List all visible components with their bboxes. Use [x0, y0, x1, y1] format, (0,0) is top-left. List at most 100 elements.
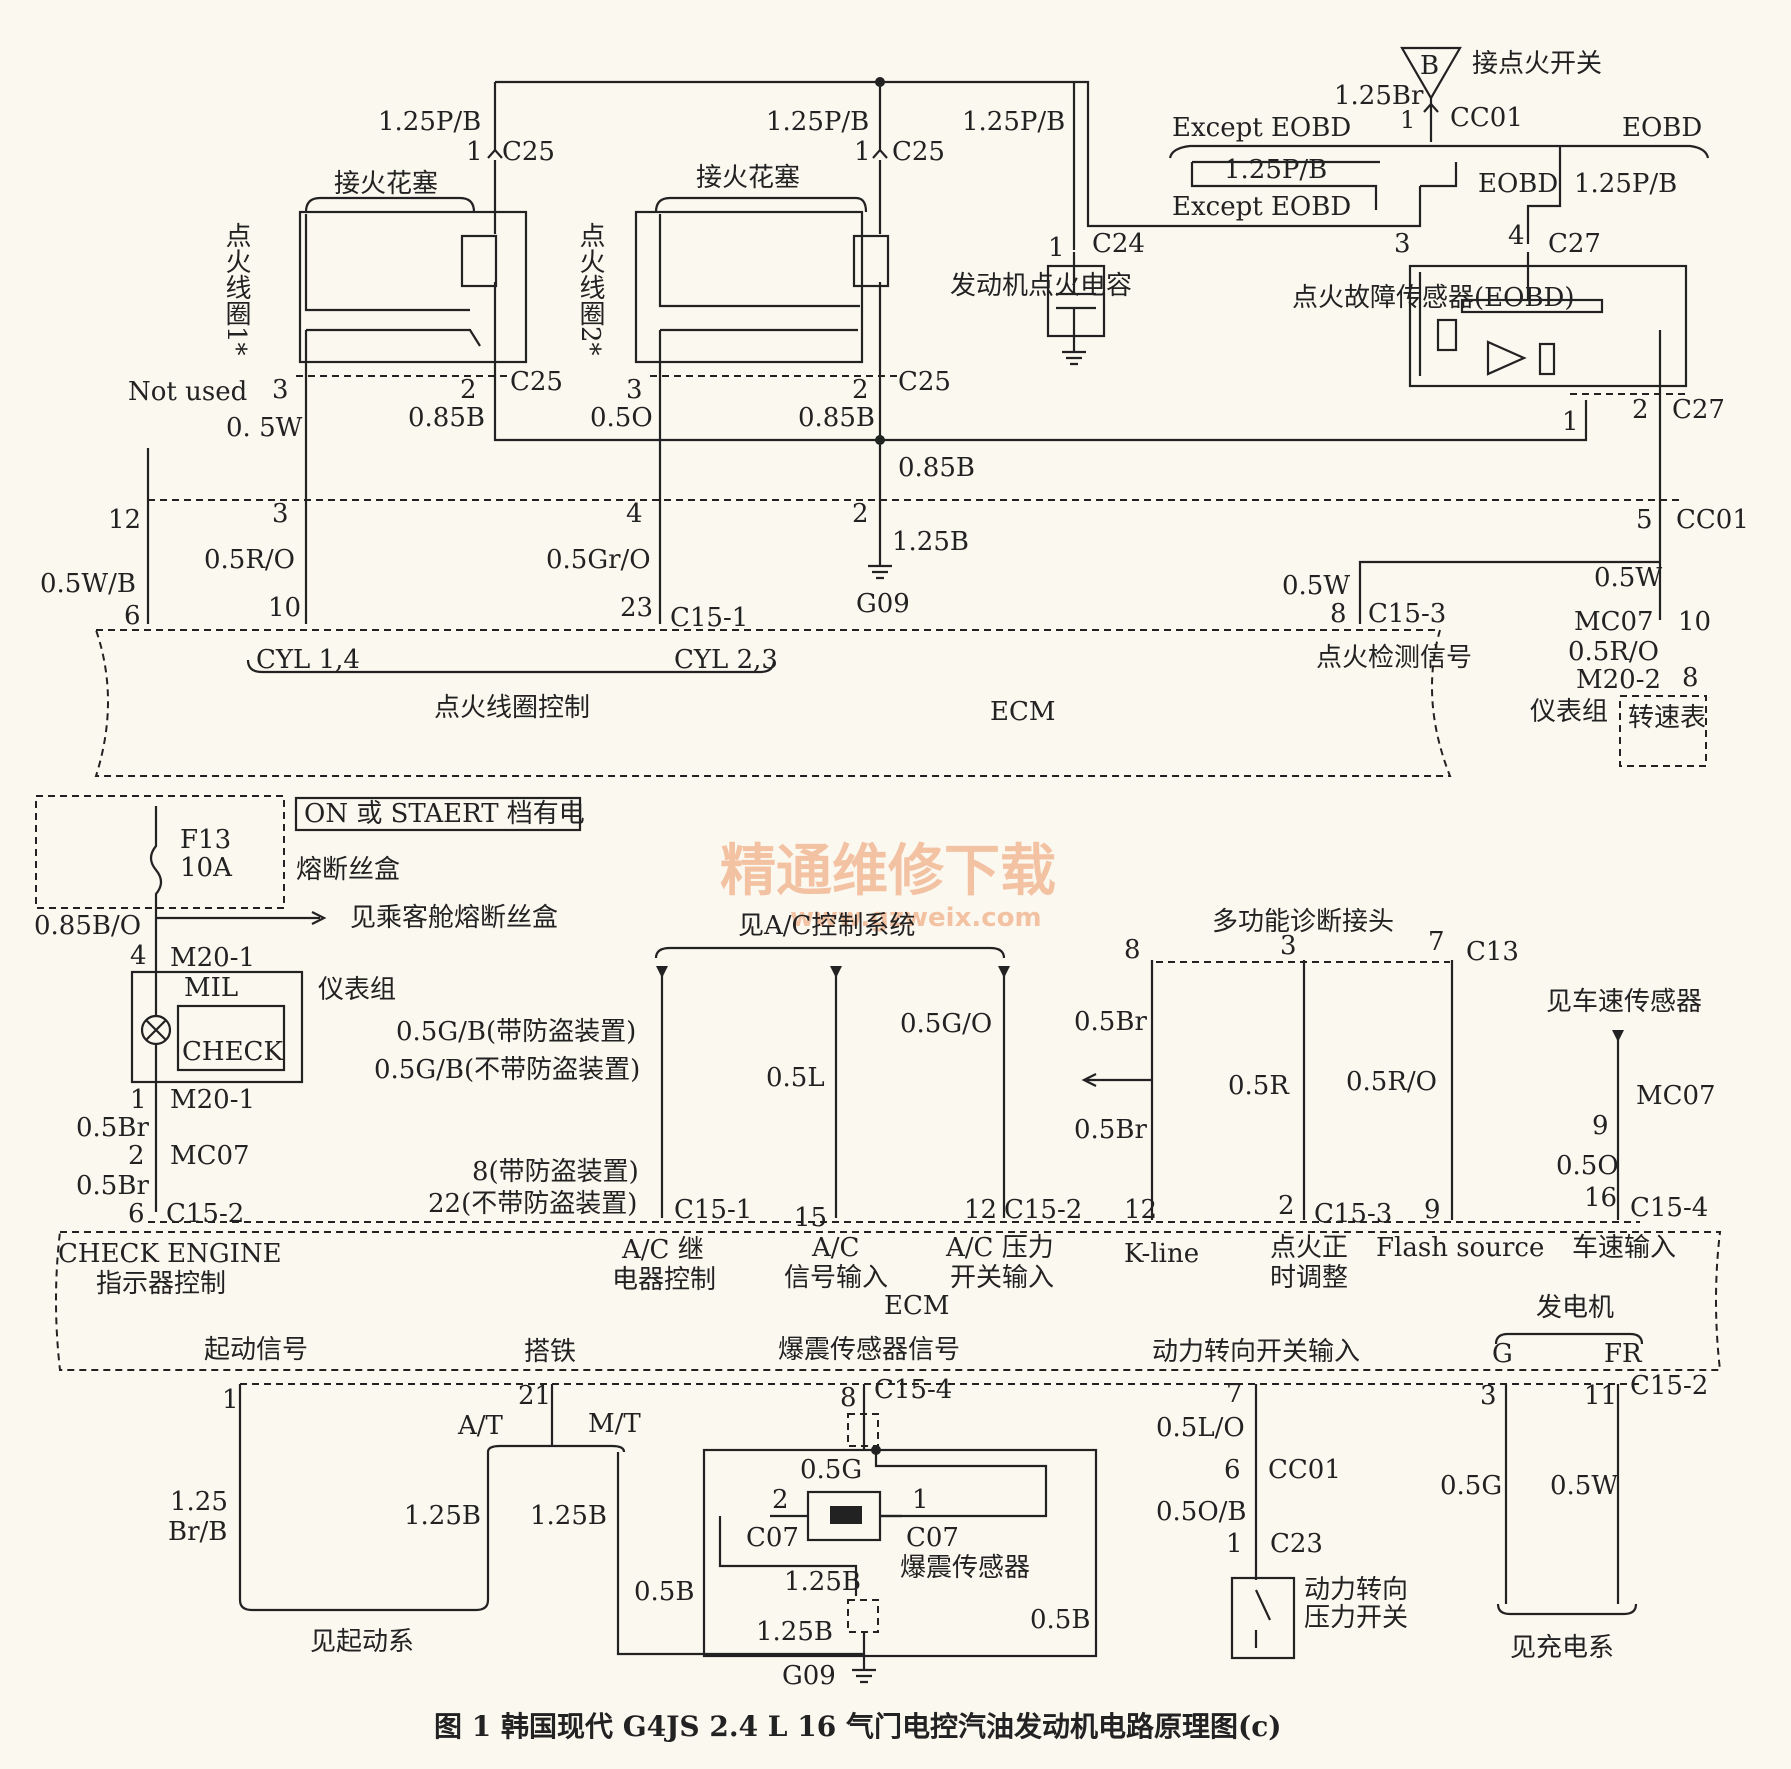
label-ac-sig-2: 信号输入	[784, 1263, 888, 1293]
pin-label: 2	[1632, 395, 1649, 425]
label-pin8: 8(带防盗装置)	[472, 1157, 639, 1187]
label-c07-1: C07	[746, 1523, 799, 1553]
label-knock-sig: 爆震传感器信号	[778, 1335, 960, 1365]
label-085b-1: 0.85B	[408, 403, 485, 433]
at-mt-bracket	[486, 1384, 626, 1453]
label-085b-2: 0.85B	[798, 403, 875, 433]
label-c25-3: C25	[510, 367, 563, 397]
pin-label: 12	[964, 1195, 997, 1225]
pin-label: 1	[130, 1085, 147, 1115]
pin-label: 3	[1480, 1381, 1497, 1411]
arrow-heads	[656, 966, 1010, 978]
label-125pb-3: 1.25P/B	[962, 107, 1065, 137]
bracket	[654, 946, 1006, 959]
label-speed-in: 车速输入	[1572, 1233, 1676, 1263]
label-c153: C15-3	[1368, 599, 1446, 629]
ground-icon	[1062, 350, 1086, 366]
label-05gb-1: 0.5G/B(带防盗装置)	[396, 1017, 636, 1047]
label-mc07-2: MC07	[170, 1141, 250, 1171]
ignition-coil-1	[298, 210, 528, 364]
label-05l: 0.5L	[766, 1063, 825, 1093]
label-05ro-3: 0.5R/O	[1346, 1067, 1437, 1097]
eobd-route	[1420, 162, 1458, 188]
capacitor-symbol	[1056, 252, 1096, 352]
label-05br-4: 0.5Br	[1074, 1115, 1147, 1145]
connector-mark	[487, 148, 503, 159]
label-ac-press-2: 开关输入	[950, 1263, 1054, 1293]
arrow-head	[1612, 1030, 1624, 1042]
ground-icon	[868, 564, 892, 580]
arrow-pass-fuse	[156, 911, 327, 925]
label-05go: 0.5G/O	[900, 1009, 992, 1039]
watermark-url: www.gzweix.com	[790, 903, 1042, 933]
label-knock-sensor: 爆震传感器	[900, 1553, 1030, 1583]
label-05ro: 0.5R/O	[204, 545, 295, 575]
label-m202: M20-2	[1576, 665, 1661, 695]
knock-wiring	[862, 1384, 1048, 1518]
eobd-bracket	[1168, 144, 1710, 159]
label-at: A/T	[457, 1411, 504, 1441]
label-b: B	[1420, 51, 1439, 81]
pin-label: 2	[852, 375, 869, 405]
label-c27: C27	[1548, 229, 1601, 259]
wire-ign-detect	[1358, 560, 1660, 624]
sensor-wiring	[1418, 252, 1662, 392]
label-c25-2: C25	[892, 137, 945, 167]
ecm-box-top	[94, 629, 1452, 777]
label-ecm-bottom: ECM	[884, 1291, 950, 1321]
label-indicator-ctrl: 指示器控制	[96, 1269, 226, 1299]
pin-label: 3	[272, 375, 289, 405]
bracket	[1494, 1332, 1644, 1345]
label-f13a: 10A	[180, 853, 233, 883]
label-c151-2: C15-1	[674, 1195, 752, 1225]
label-c153-2: C15-3	[1314, 1199, 1392, 1229]
label-05w-4: 0.5W	[1550, 1471, 1618, 1501]
label-mil: MIL	[184, 973, 238, 1003]
label-05w-2: 0.5W	[1282, 571, 1350, 601]
pin-label: 2	[460, 375, 477, 405]
label-coil-2: 点火线圈2*	[575, 222, 605, 356]
ac-wires	[660, 966, 1006, 1218]
label-generator: 发电机	[1536, 1293, 1614, 1323]
label-except-eobd-2: Except EOBD	[1172, 192, 1351, 222]
label-05o-2: 0.5O	[1556, 1151, 1619, 1181]
label-f13: F13	[180, 825, 231, 855]
label-cc01-2: CC01	[1676, 505, 1749, 535]
label-c152: C15-2	[166, 1199, 244, 1229]
arrow-kline	[1081, 1073, 1152, 1087]
junction	[871, 1445, 881, 1455]
label-see-start: 见起动系	[310, 1627, 414, 1657]
wire	[718, 1516, 858, 1596]
label-c07-2: C07	[906, 1523, 959, 1553]
label-c152-3: C15-2	[1630, 1371, 1708, 1401]
label-ground: 搭铁	[524, 1337, 576, 1367]
label-see-ac: 见A/C控制系统	[738, 911, 915, 941]
knock-element	[830, 1506, 862, 1524]
label-g: G	[1492, 1339, 1513, 1369]
label-ign-switch: 接点火开关	[1472, 49, 1602, 79]
label-05gro: 0.5Gr/O	[546, 545, 651, 575]
misfire-sensor	[1408, 264, 1688, 388]
resistor	[1436, 318, 1458, 352]
ignition-switch-symbol	[1400, 46, 1462, 101]
label-see-charge: 见充电系	[1510, 1633, 1614, 1663]
label-cyl23: CYL 2,3	[674, 645, 778, 675]
label-timing-1: 点火正	[1270, 1233, 1348, 1263]
ecm-box-bottom	[55, 1231, 1722, 1371]
watermark-cn: 精通维修下载	[720, 839, 1056, 904]
pin-label: 1	[1048, 233, 1065, 263]
label-check: CHECK	[182, 1037, 283, 1067]
ignition-coil-2	[634, 210, 864, 364]
check-engine-icon	[176, 1004, 286, 1072]
label-flash: Flash source	[1376, 1233, 1544, 1263]
bracket	[246, 659, 776, 674]
pin-label: 7	[1226, 1379, 1243, 1409]
label-tacho: 转速表	[1628, 703, 1706, 733]
knock-sensor-shield	[702, 1448, 1098, 1658]
label-05g: 0.5G	[800, 1455, 862, 1485]
label-05g-2: 0.5G	[1440, 1471, 1502, 1501]
pin-label: 12	[108, 505, 141, 535]
sensor-element	[1460, 298, 1604, 314]
pin-label: 8	[1682, 663, 1699, 693]
junction	[875, 435, 885, 445]
